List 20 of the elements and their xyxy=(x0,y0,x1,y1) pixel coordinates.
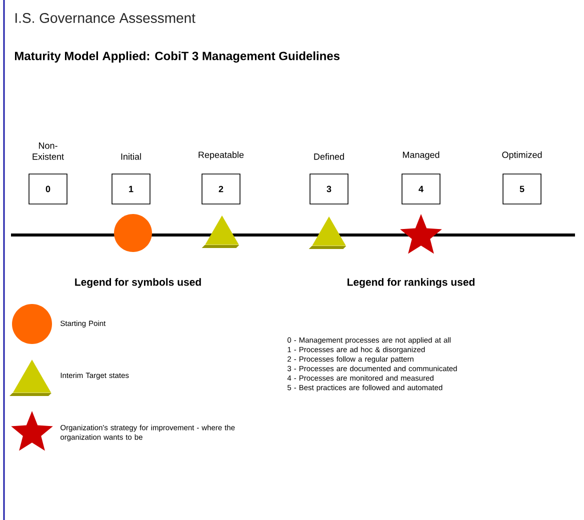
subtitle: Maturity Model Applied: CobiT 3 Management Guidelines xyxy=(15,51,340,63)
title: I.S. Governance Assessment xyxy=(15,13,196,23)
circle-marker xyxy=(114,214,152,252)
level-name: Initial xyxy=(121,153,141,160)
level-name: Optimized xyxy=(502,151,542,160)
legend-heading: Legend for symbols used xyxy=(75,278,201,288)
level-name: Non- Existent xyxy=(32,142,64,160)
level-name: Managed xyxy=(402,151,440,160)
level-name: Defined xyxy=(314,153,344,160)
level-box: 5 xyxy=(502,174,542,204)
star-marker xyxy=(400,214,442,254)
legend-heading: Legend for rankings used xyxy=(348,278,474,288)
level-box: 4 xyxy=(402,174,440,204)
triangle-marker xyxy=(202,216,240,248)
level-box: 0 xyxy=(28,174,68,204)
triangle-marker xyxy=(308,216,346,249)
level-box: 2 xyxy=(202,174,240,204)
level-box: 1 xyxy=(112,174,150,204)
level-box: 3 xyxy=(310,174,348,204)
level-name: Repeatable xyxy=(198,151,244,160)
